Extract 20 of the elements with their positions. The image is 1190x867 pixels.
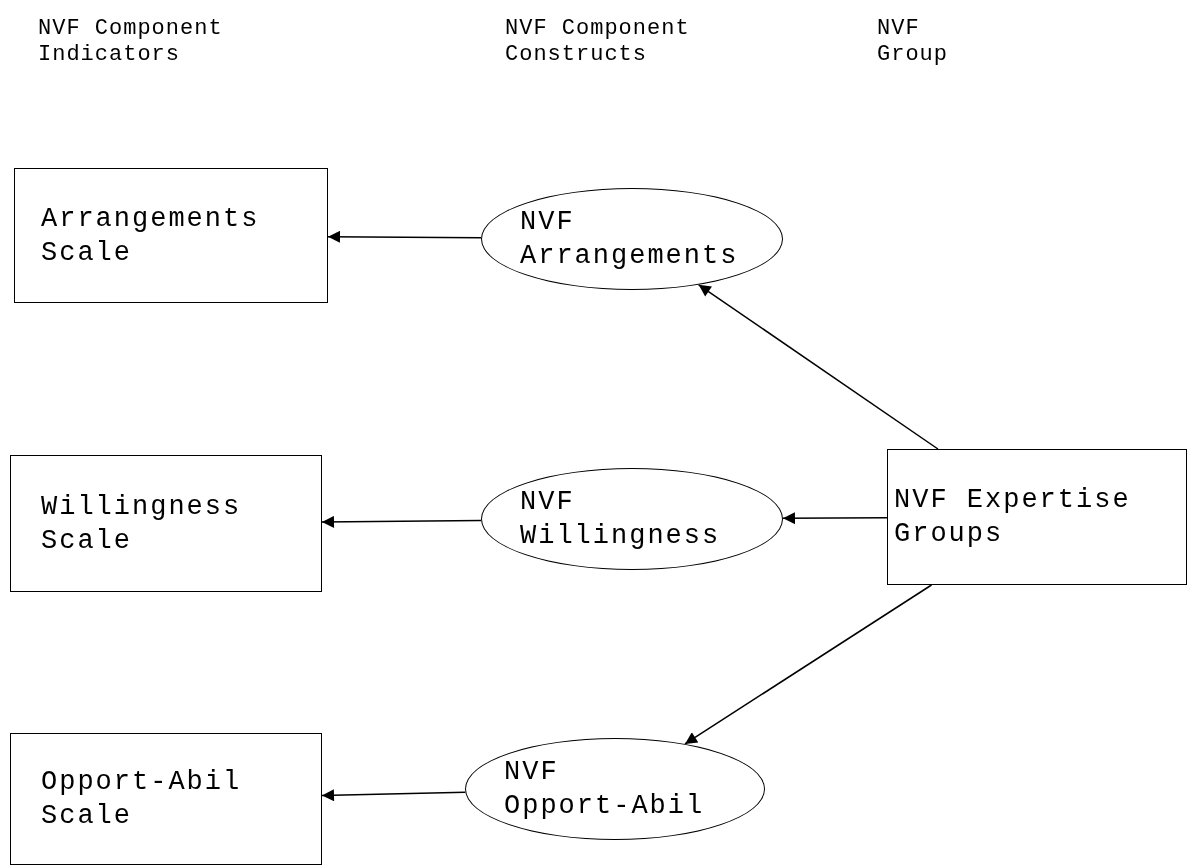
node-label: Arrangements Scale — [41, 202, 261, 270]
node-label: NVF Expertise Groups — [894, 484, 1132, 551]
arrow — [782, 512, 888, 525]
column-heading: NVF Component Indicators — [38, 16, 224, 68]
arrow — [697, 284, 939, 450]
arrow — [321, 515, 482, 528]
node-label: NVF Arrangements — [520, 206, 740, 273]
node-label: Willingness Scale — [41, 490, 243, 558]
indicator-box — [14, 168, 328, 303]
node-label: Opport-Abil Scale — [41, 766, 243, 833]
indicator-box — [887, 449, 1187, 585]
arrow — [327, 230, 482, 243]
indicator-box — [10, 733, 322, 865]
arrow — [684, 584, 933, 745]
indicator-box — [10, 455, 322, 592]
column-heading: NVF Group — [877, 16, 949, 68]
node-label: NVF Opport-Abil — [504, 756, 706, 823]
node-label: NVF Willingness — [520, 486, 722, 553]
arrow — [321, 789, 467, 802]
column-heading: NVF Component Constructs — [505, 16, 691, 68]
